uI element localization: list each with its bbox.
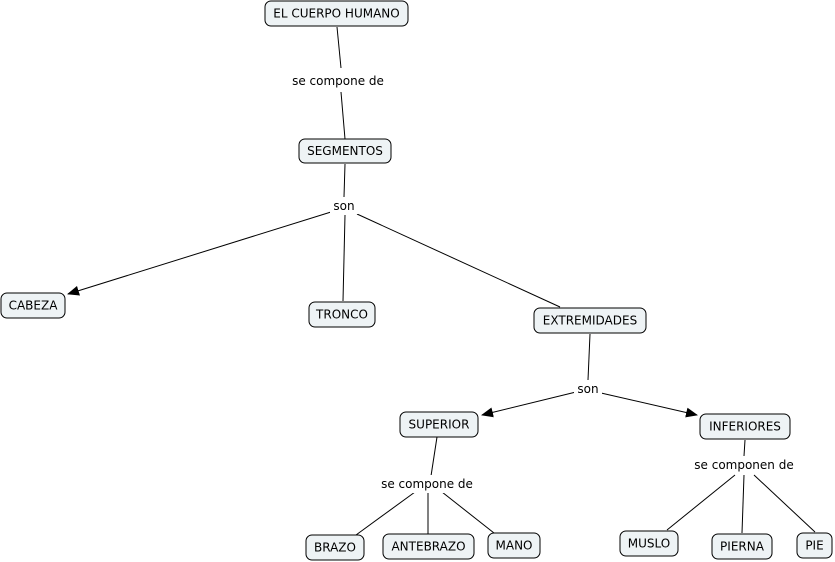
link-son-to-tronco (342, 214, 346, 302)
link-phrase-to-mano (441, 491, 495, 534)
phrase-extremidades-son: son (574, 381, 602, 397)
phrase-segmentos-son: son (330, 198, 358, 214)
link-son-to-extremidades (356, 213, 561, 308)
phrase-label: se componen de (694, 458, 793, 472)
concept-label: BRAZO (314, 541, 356, 555)
concept-label: MUSLO (628, 537, 670, 551)
link-phrase-to-pierna (741, 474, 745, 534)
concept-label: ANTEBRAZO (391, 540, 465, 554)
concept-muslo[interactable]: MUSLO (619, 530, 679, 557)
concept-label: SEGMENTOS (307, 144, 383, 158)
phrase-label: se compone de (381, 477, 473, 491)
link-root-to-phrase (336, 26, 342, 69)
link-extremidades-to-son (587, 333, 591, 381)
concept-antebrazo[interactable]: ANTEBRAZO (382, 533, 475, 560)
linking-phrases: se compone de son son se compone de se c… (288, 72, 798, 493)
phrase-superior-compone: se compone de (377, 475, 477, 493)
link-phrase-to-segmentos (340, 91, 346, 140)
link-segmentos-to-son (343, 163, 346, 198)
phrase-label: son (577, 382, 598, 396)
concept-label: SUPERIOR (409, 418, 470, 432)
concept-tronco[interactable]: TRONCO (308, 301, 376, 328)
link-inferiores-to-phrase (743, 439, 746, 457)
concept-label: INFERIORES (709, 420, 781, 434)
link-son-to-inferiores (600, 392, 698, 418)
link-phrase-to-muslo (666, 474, 736, 531)
link-superior-to-phrase (430, 436, 438, 477)
link-phrase-to-brazo (355, 491, 416, 536)
concept-label: TRONCO (315, 308, 368, 322)
link-son-to-cabeza (67, 211, 332, 296)
concept-inferiores[interactable]: INFERIORES (699, 413, 791, 440)
phrase-label: son (333, 199, 354, 213)
concept-label: PIE (805, 539, 823, 553)
phrase-inferiores-componen: se componen de (690, 456, 798, 474)
concept-mano[interactable]: MANO (487, 532, 541, 559)
concept-label: EXTREMIDADES (543, 314, 637, 328)
connector-lines (67, 26, 816, 536)
concept-label: EL CUERPO HUMANO (273, 7, 399, 21)
concept-label: CABEZA (9, 299, 59, 313)
phrase-label: se compone de (292, 74, 384, 88)
concept-label: MANO (496, 539, 533, 553)
concept-superior[interactable]: SUPERIOR (399, 411, 479, 438)
concept-segmentos[interactable]: SEGMENTOS (298, 138, 392, 164)
phrase-root-segmentos: se compone de (288, 72, 388, 90)
concept-pie[interactable]: PIE (796, 532, 833, 559)
concept-pierna[interactable]: PIERNA (711, 533, 773, 560)
concept-brazo[interactable]: BRAZO (305, 534, 365, 561)
link-son-to-superior (481, 391, 577, 418)
concept-el-cuerpo-humano[interactable]: EL CUERPO HUMANO (264, 0, 409, 27)
concept-extremidades[interactable]: EXTREMIDADES (533, 307, 647, 334)
concept-cabeza[interactable]: CABEZA (0, 292, 66, 319)
concept-label: PIERNA (720, 540, 765, 554)
link-phrase-to-pie (753, 474, 816, 533)
